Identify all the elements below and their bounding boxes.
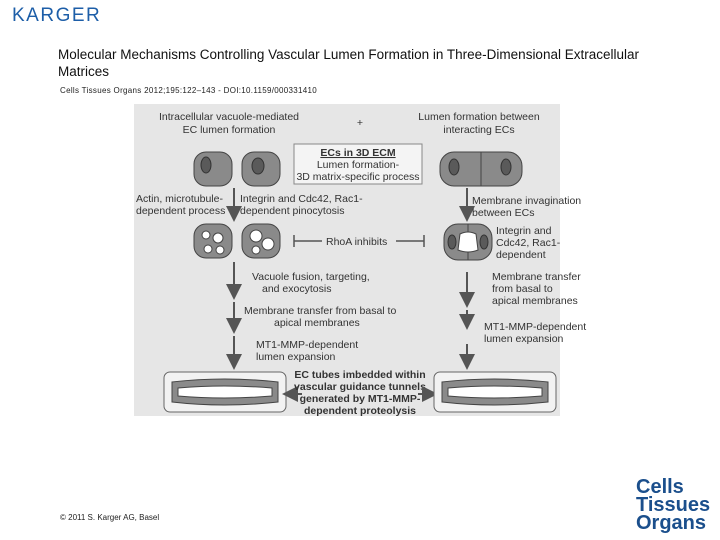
actin-line2: dependent process: [136, 205, 225, 217]
left-vacuole-cells: [193, 223, 281, 259]
center-box-title: ECs in 3D ECM: [320, 147, 396, 159]
left-top-cells: [193, 151, 281, 187]
right-invagination-cells: [443, 223, 493, 261]
rhoa-label: RhoA inhibits: [326, 236, 387, 248]
center-box-sub1: Lumen formation-: [317, 159, 400, 171]
lumen-formation-diagram: Intracellular vacuole-mediated EC lumen …: [134, 104, 586, 417]
plus-sign: +: [357, 117, 363, 129]
journal-logo-line2: Tissues: [636, 494, 711, 516]
right-ec-tube: [433, 371, 557, 413]
vacuole-fusion-line2: and exocytosis: [262, 283, 331, 295]
integrin-right-line1: Integrin and: [496, 225, 552, 237]
integrin-right-line2: Cdc42, Rac1-: [496, 237, 561, 249]
journal-logo-line3: Organs: [636, 512, 707, 534]
integrin-left-line2: dependent pinocytosis: [240, 205, 345, 217]
left-title-line1: Intracellular vacuole-mediated: [159, 111, 299, 123]
center-box-sub2: 3D matrix-specific process: [296, 171, 419, 183]
right-title-line1: Lumen formation between: [418, 111, 540, 123]
integrin-left-line1: Integrin and Cdc42, Rac1-: [240, 193, 363, 205]
bottom-line1: EC tubes imbedded within: [294, 369, 425, 381]
bottom-line4: dependent proteolysis: [304, 405, 416, 417]
mt1-right-line1: MT1-MMP-dependent: [484, 321, 586, 333]
mt1-left-line1: MT1-MMP-dependent: [256, 339, 358, 351]
transfer-left-line2: apical membranes: [274, 317, 360, 329]
transfer-right-line2: from basal to: [492, 283, 553, 295]
left-ec-tube: [163, 371, 287, 413]
right-title-line2: interacting ECs: [443, 124, 514, 136]
mt1-left-line2: lumen expansion: [256, 351, 336, 363]
membrane-invagination-line1: Membrane invagination: [472, 195, 581, 207]
bottom-line3: generated by MT1-MMP-: [300, 393, 421, 405]
vacuole-fusion-line1: Vacuole fusion, targeting,: [252, 271, 370, 283]
page-title: Molecular Mechanisms Controlling Vascula…: [58, 47, 639, 79]
integrin-right-line3: dependent: [496, 249, 546, 261]
center-box: [293, 143, 423, 185]
copyright: © 2011 S. Karger AG, Basel: [60, 513, 160, 522]
membrane-invagination-line2: between ECs: [472, 207, 534, 219]
left-title-line2: EC lumen formation: [183, 124, 276, 136]
mt1-right-line2: lumen expansion: [484, 333, 564, 345]
journal-logo-line1: Cells: [636, 476, 684, 498]
citation: Cells Tissues Organs 2012;195:122–143 - …: [60, 86, 317, 95]
transfer-left-line1: Membrane transfer from basal to: [244, 305, 396, 317]
actin-line1: Actin, microtubule-: [136, 193, 223, 205]
karger-logo: KARGER: [12, 5, 102, 26]
bottom-line2: vascular guidance tunnels: [294, 381, 426, 393]
right-top-cells: [439, 151, 523, 187]
transfer-right-line3: apical membranes: [492, 295, 578, 307]
journal-logo: Cells Tissues Organs: [636, 476, 711, 534]
transfer-right-line1: Membrane transfer: [492, 271, 581, 283]
